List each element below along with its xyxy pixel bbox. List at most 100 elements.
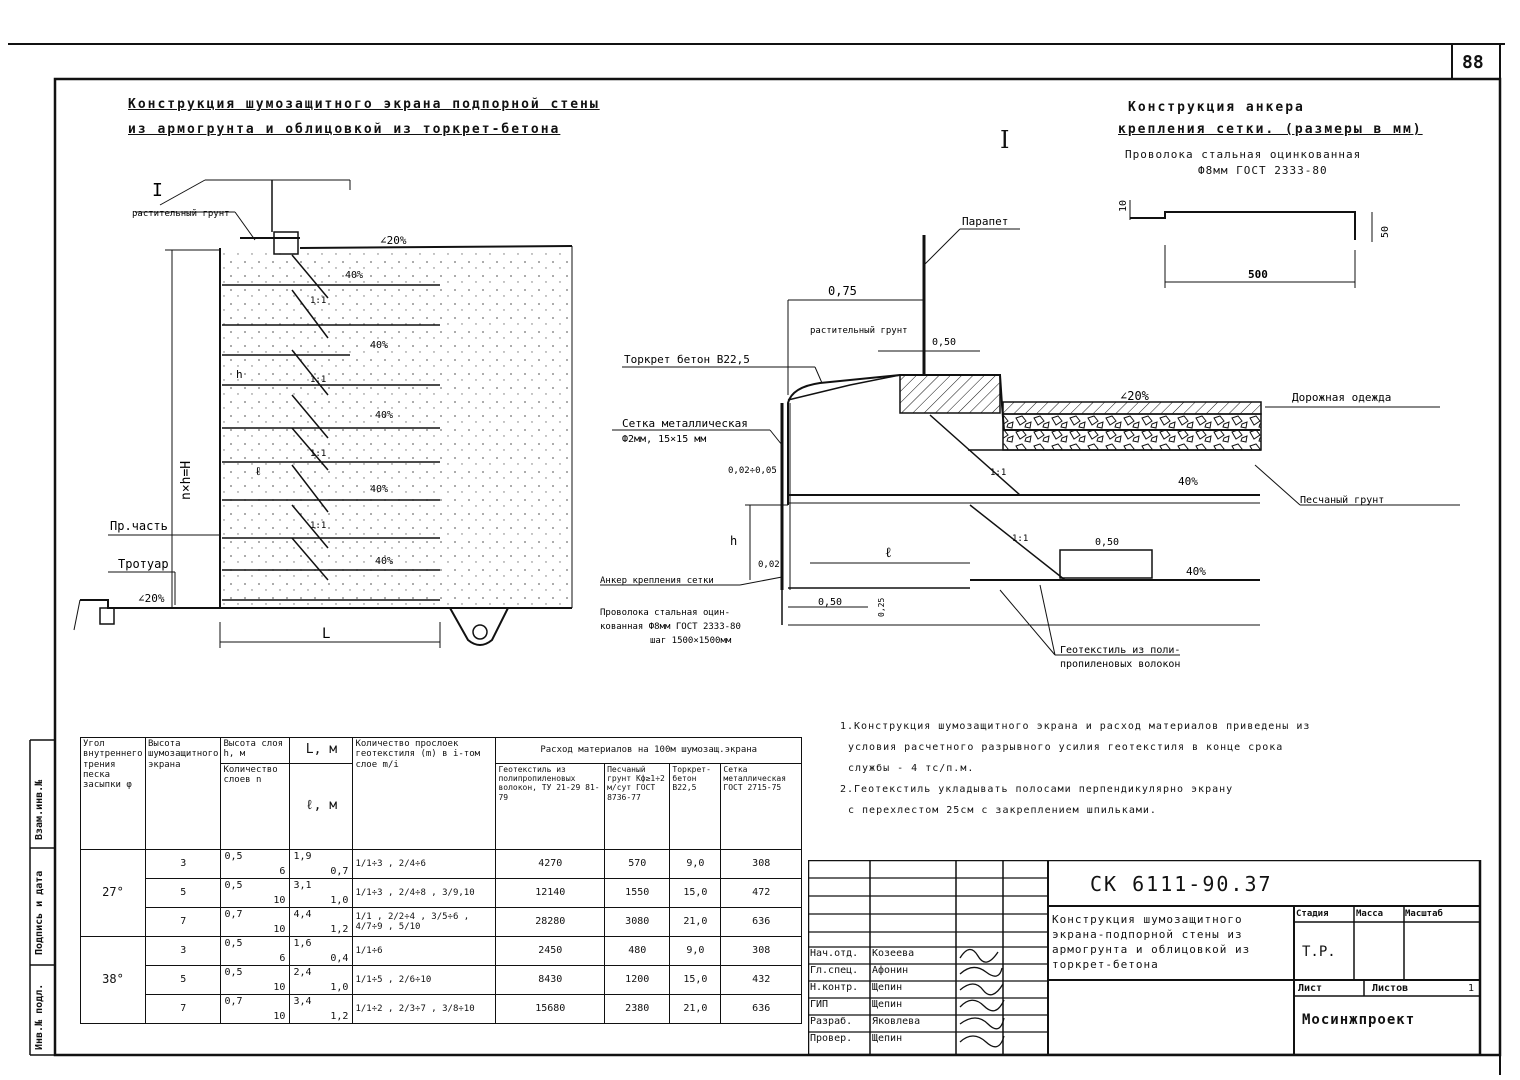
note-line: условия расчетного разрывного усилия гео… — [848, 742, 1284, 753]
beton-cell: 21,0 — [669, 994, 722, 1024]
left-carriageway: Пр.часть — [110, 519, 168, 533]
dim-050c: 0,50 — [818, 597, 842, 608]
th-phi: Угол внутреннего трения песка засыпки φ — [80, 737, 146, 850]
left-ratio-3: 1:1 — [310, 449, 326, 459]
mesh-cell: 432 — [720, 965, 802, 995]
mesh-cell: 472 — [720, 878, 802, 908]
person-name: Щепин — [872, 1033, 903, 1044]
beton-cell: 9,0 — [669, 936, 722, 966]
detail-mark: I — [1000, 126, 1010, 154]
org-name: Мосинжпроект — [1302, 1012, 1416, 1028]
left-soil-label: растительный грунт — [132, 209, 230, 219]
side-stamp-replace: Взам.инв.№ — [34, 779, 45, 840]
left-layer-slope-1: 40% — [345, 270, 363, 281]
left-layer-slope-4: 40% — [370, 484, 388, 495]
layer-count: 10 — [273, 894, 286, 906]
person-name: Яковлева — [872, 1016, 921, 1027]
mesh-cell: 636 — [720, 907, 802, 937]
geo-cell: 4270 — [495, 849, 606, 879]
slope-40-b: 40% — [1186, 565, 1206, 578]
prosloyki-cell: 1/1÷5 , 2/6÷10 — [352, 965, 497, 995]
notes: 1.Конструкция шумозащитного экрана и рас… — [840, 716, 1310, 821]
mass-header: Масса — [1356, 909, 1384, 919]
ratio-2: 1:1 — [1012, 534, 1028, 544]
l-value: 1,2 — [330, 923, 349, 935]
dim-025: 0,25 — [877, 598, 886, 617]
mesh-cell: 308 — [720, 936, 802, 966]
beton-cell: 15,0 — [669, 878, 722, 908]
role-label: Гл.спец. — [810, 965, 859, 976]
sand-cell: 2380 — [604, 994, 671, 1024]
person-name: Афонин — [872, 965, 909, 976]
dim-050a: 0,50 — [932, 337, 956, 348]
anchor-wire-2: кованная Ф8мм ГОСТ 2333-80 — [600, 622, 741, 632]
sheets-header: Листов — [1372, 983, 1409, 994]
anchor-dim-len: 500 — [1248, 268, 1268, 281]
prosloyki-cell: 1/1÷2 , 2/3÷7 , 3/8÷10 — [352, 994, 497, 1024]
geo-cell: 2450 — [495, 936, 606, 966]
L-value: 3,1 — [293, 880, 312, 891]
role-label: Нач.отд. — [810, 948, 859, 959]
side-stamp-inventory: Инв.№ подл. — [34, 983, 45, 1050]
parapet-label: Парапет — [962, 215, 1008, 228]
phi-cell: 38° — [80, 936, 146, 1024]
l-value: 1,0 — [330, 981, 349, 993]
th-layers-count: Количество слоев n — [220, 763, 291, 850]
mesh-spec: Ф2мм, 15×15 мм — [622, 434, 706, 445]
note-line: 2.Геотекстиль укладывать полосами перпен… — [840, 784, 1234, 795]
th-mesh: Сетка металлическая ГОСТ 2715-75 — [720, 763, 802, 850]
road-label: Дорожная одежда — [1292, 391, 1391, 404]
left-slope-top: ∠20% — [380, 234, 407, 247]
layer-height: 0,5 — [224, 938, 243, 949]
shotcrete-label: Торкрет бетон В22,5 — [624, 353, 750, 366]
th-l: ℓ, м — [289, 763, 354, 850]
note-line: 1.Конструкция шумозащитного экрана и рас… — [840, 721, 1311, 732]
right-soil-label: растительный грунт — [810, 326, 908, 336]
L-value: 1,9 — [293, 851, 312, 862]
anchor-wire-3: шаг 1500×1500мм — [650, 636, 732, 646]
layer-count: 6 — [279, 952, 286, 964]
sheet-number: 88 — [1462, 52, 1484, 73]
right-section-drawing: Парапет 0,75 растительный грунт 0,50 Тор… — [600, 215, 1460, 670]
height-cell: 5 — [144, 878, 222, 908]
slope-40-a: 40% — [1178, 475, 1198, 488]
l-value: 0,4 — [330, 952, 349, 964]
left-height-label: n×h=H — [179, 461, 194, 500]
mesh-cell: 308 — [720, 849, 802, 879]
left-section-drawing: I растительный грунт ∠20% 40% 40% 40% 40… — [73, 179, 573, 648]
anchor-wire-1: Проволока стальная оцин- — [600, 608, 730, 618]
height-cell: 5 — [144, 965, 222, 995]
people-list: Нач.отд.Козеева Гл.спец.Афонин Н.контр.Щ… — [810, 945, 920, 1047]
sheets-value: 1 — [1468, 983, 1475, 994]
layer-height: 0,7 — [224, 909, 243, 920]
ratio-1: 1:1 — [990, 468, 1006, 478]
side-stamp-signature: Подпись и дата — [34, 870, 45, 955]
th-prosloyki: Количество прослоек геотекстиля (m) в i-… — [352, 737, 497, 850]
left-layer-slope-5: 40% — [375, 556, 393, 567]
left-base-L: L — [322, 626, 330, 642]
L-value: 2,4 — [293, 967, 312, 978]
person-name: Щепин — [872, 982, 903, 993]
sand-cell: 1550 — [604, 878, 671, 908]
anchor-title-line1: Конструкция анкера — [1128, 100, 1305, 115]
title-code: СК 6111-90.37 — [1090, 872, 1273, 896]
L-value: 1,6 — [293, 938, 312, 949]
l-value: 1,0 — [330, 894, 349, 906]
left-ratio-2: 1:1 — [310, 375, 326, 385]
anchor-title-line2: крепления сетки. (размеры в мм) — [1118, 122, 1423, 137]
th-materials: Расход материалов на 100м шумозащ.экрана — [495, 737, 802, 764]
mesh-cell: 636 — [720, 994, 802, 1024]
main-title-line2: из армогрунта и облицовкой из торкрет-бе… — [128, 122, 561, 137]
sand-label: Песчаный грунт — [1300, 494, 1384, 506]
anchor-label: Анкер крепления сетки — [600, 576, 714, 586]
beton-cell: 21,0 — [669, 907, 722, 937]
